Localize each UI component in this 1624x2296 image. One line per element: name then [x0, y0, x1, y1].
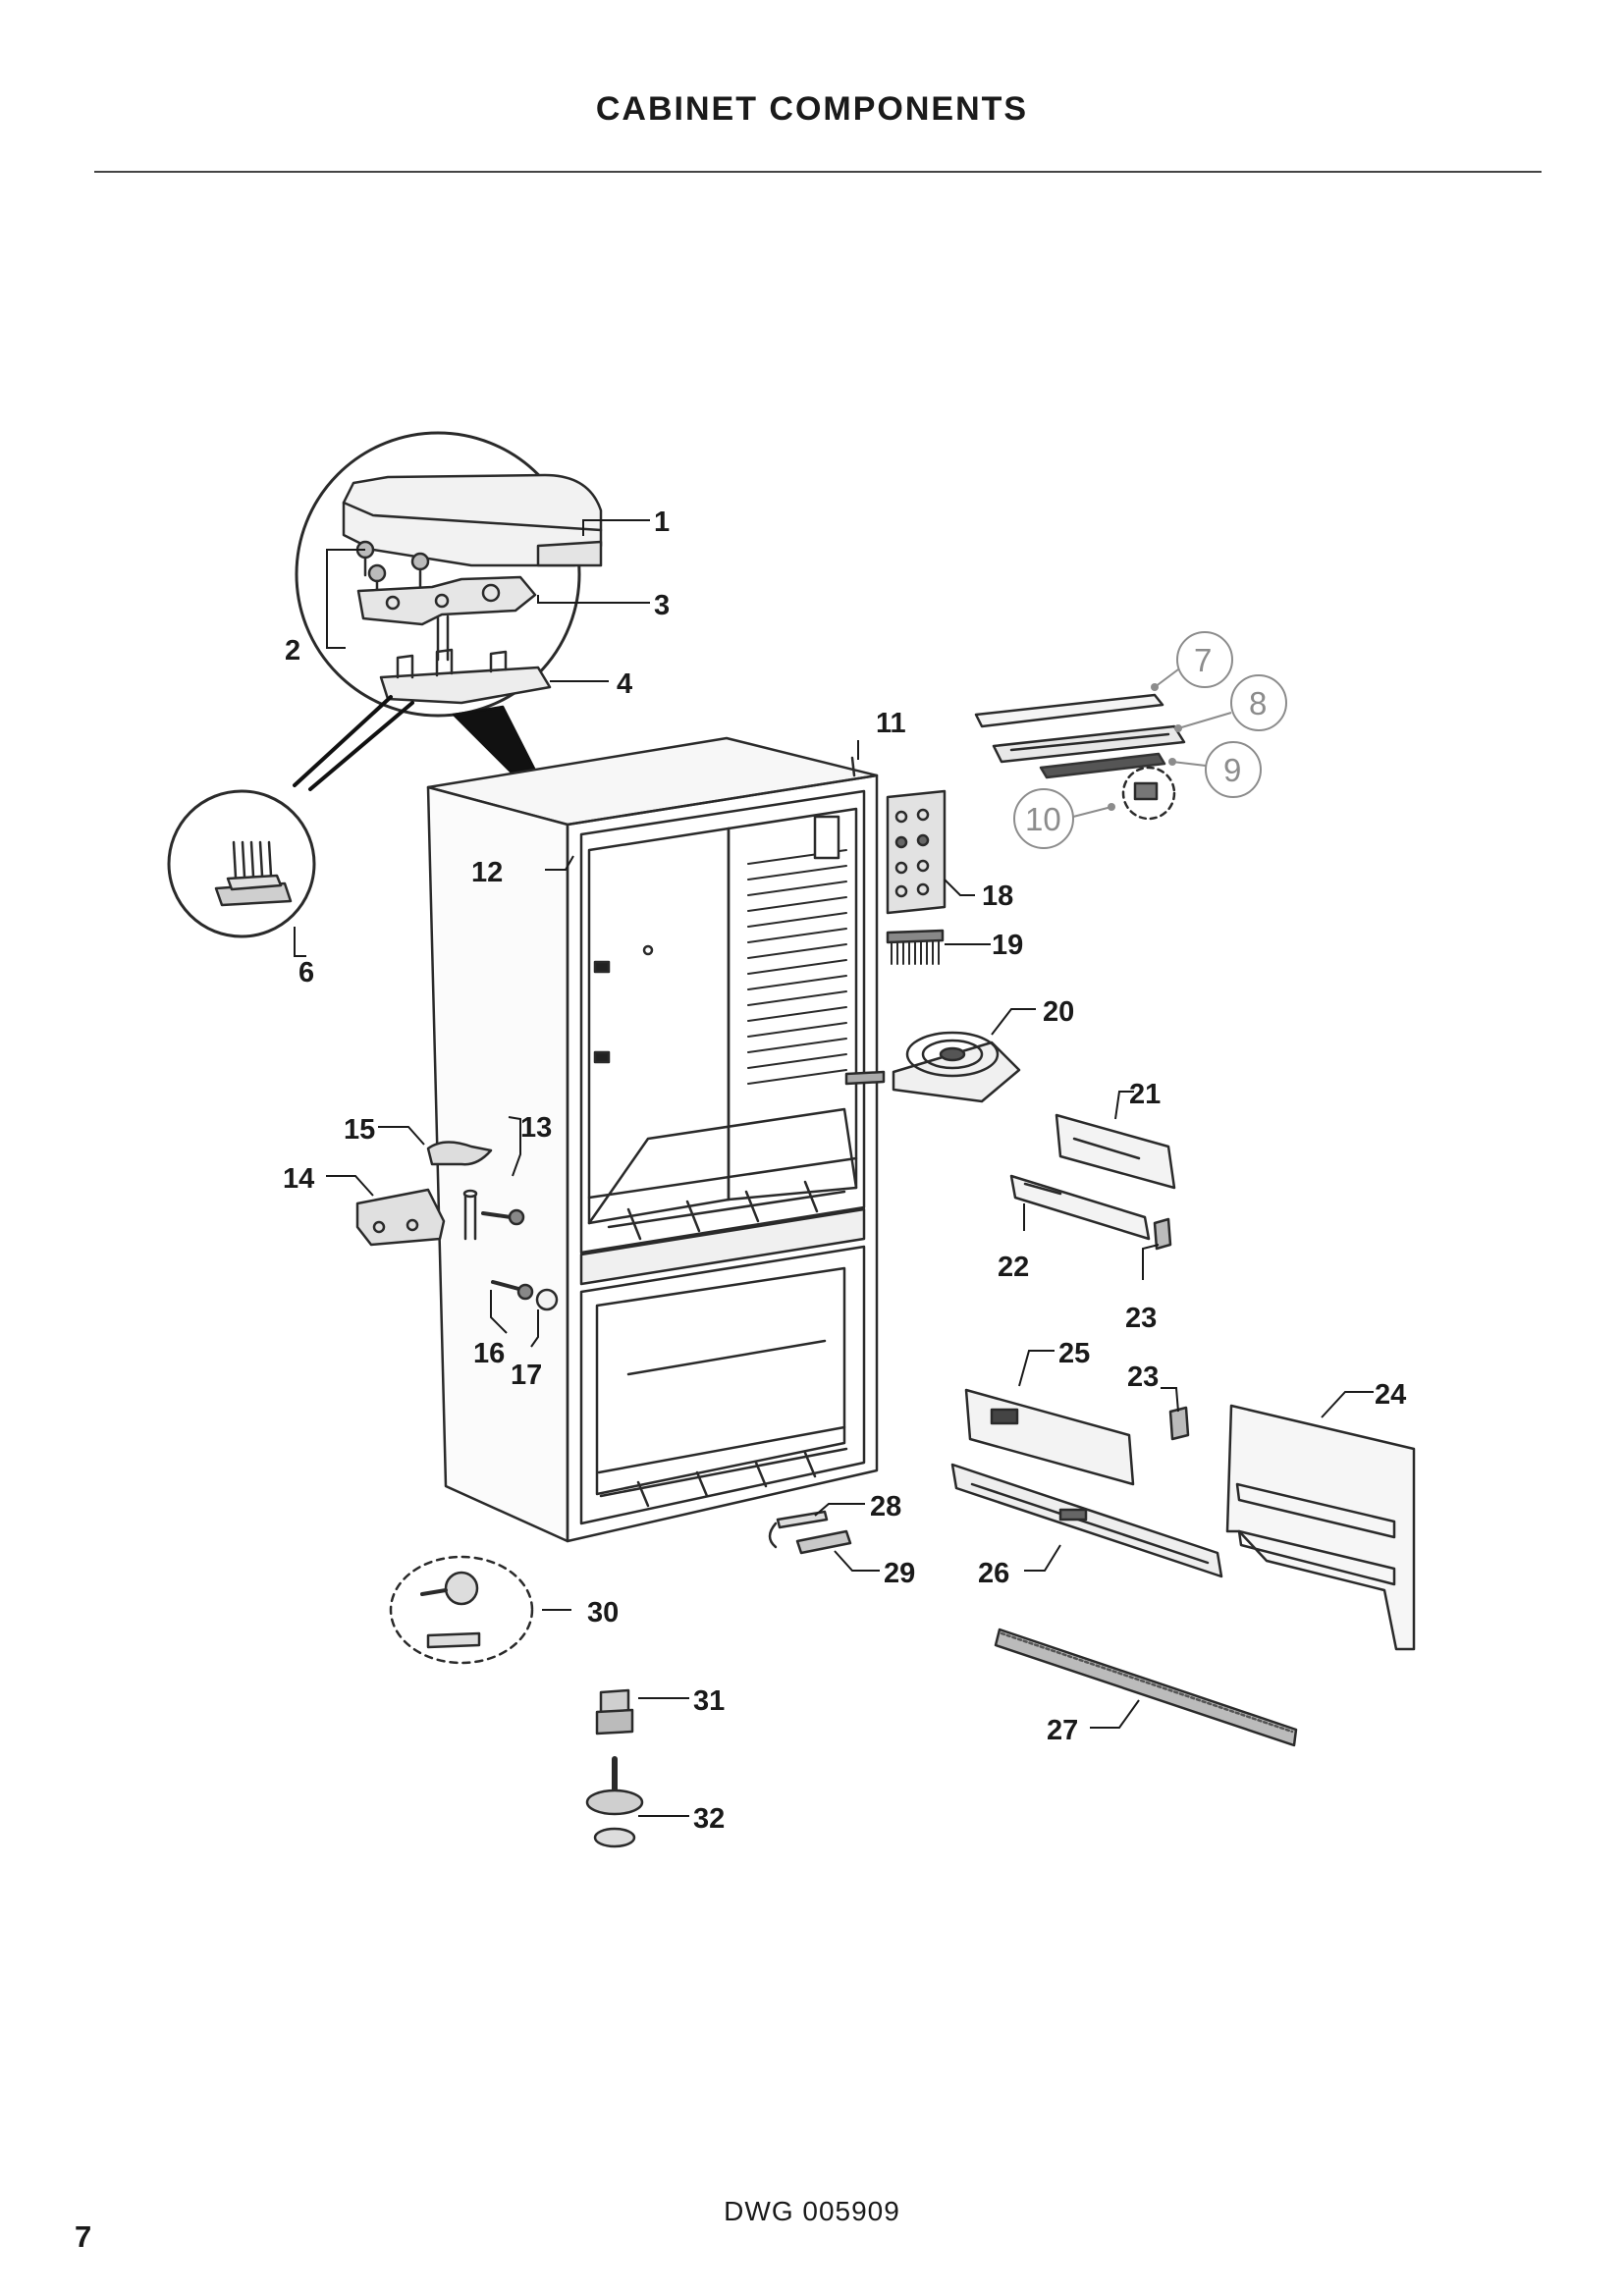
callout-9: 9 — [1223, 752, 1241, 788]
callout-18: 18 — [982, 881, 1013, 912]
callout-19: 19 — [992, 930, 1023, 961]
callout-14: 14 — [283, 1163, 314, 1195]
callout-13: 13 — [520, 1112, 552, 1144]
callout-31: 31 — [693, 1685, 725, 1717]
callout-26: 26 — [978, 1558, 1009, 1589]
callout-8: 8 — [1249, 685, 1267, 721]
title-divider — [94, 171, 1542, 173]
page-title: CABINET COMPONENTS — [595, 90, 1029, 128]
callout-25: 25 — [1058, 1338, 1090, 1369]
callout-22: 22 — [998, 1252, 1029, 1283]
top-hinge-detail-circle — [295, 431, 603, 718]
callout-28: 28 — [870, 1491, 901, 1522]
callout-2: 2 — [285, 635, 300, 667]
callout-23b: 23 — [1127, 1362, 1159, 1393]
page-number: 7 — [75, 2219, 92, 2254]
callout-21: 21 — [1129, 1079, 1161, 1110]
callout-11: 11 — [876, 708, 906, 739]
callout-23a: 23 — [1125, 1303, 1157, 1334]
drawing-number: DWG 005909 — [724, 2196, 900, 2226]
callout-17: 17 — [511, 1360, 542, 1391]
callout-10: 10 — [1025, 801, 1061, 837]
callout-29: 29 — [884, 1558, 915, 1589]
callout-27: 27 — [1047, 1715, 1078, 1746]
callout-4: 4 — [617, 668, 632, 700]
callout-15: 15 — [344, 1114, 375, 1146]
callout-20: 20 — [1043, 996, 1074, 1028]
callout-30: 30 — [587, 1597, 619, 1629]
control-housing-group — [974, 693, 1186, 821]
callout-6: 6 — [298, 957, 314, 988]
callout-32: 32 — [693, 1803, 725, 1835]
callout-16: 16 — [473, 1338, 505, 1369]
connector-detail-circle — [167, 789, 316, 938]
callout-3: 3 — [654, 590, 670, 621]
callout-12: 12 — [471, 857, 503, 888]
callout-1: 1 — [654, 507, 670, 538]
refrigerator-cabinet — [426, 736, 879, 1543]
evaporator-fan — [844, 1031, 1021, 1103]
callout-24: 24 — [1375, 1379, 1406, 1411]
callout-7: 7 — [1194, 642, 1212, 678]
